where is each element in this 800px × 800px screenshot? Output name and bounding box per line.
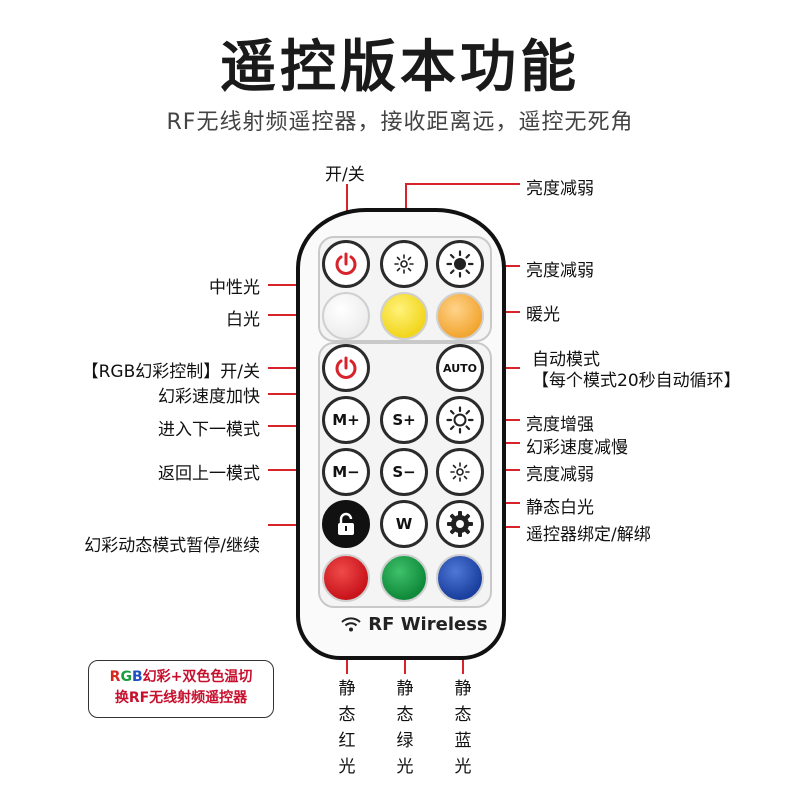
page-subtitle: RF无线射频遥控器，接收距离远，遥控无死角 — [166, 110, 634, 135]
static-green-button[interactable] — [380, 554, 428, 602]
label-power: 开/关 — [325, 165, 365, 185]
label-speed-down: 幻彩速度减慢 — [526, 438, 628, 458]
badge-r: R — [109, 669, 121, 685]
sun-large-icon — [446, 250, 474, 278]
s-plus-label: S+ — [392, 411, 416, 429]
label-static-green: 静态绿光 — [396, 679, 414, 777]
badge-line-1: RGB幻彩+双色色温切 — [97, 667, 265, 688]
rgb-power-button[interactable] — [322, 344, 370, 392]
sun-small-icon — [450, 462, 470, 482]
label-prev-mode: 返回上一模式 — [158, 464, 260, 484]
badge-g: G — [120, 669, 132, 685]
label-brightness-down-row1: 亮度减弱 — [526, 261, 594, 281]
badge-line1-rest: 幻彩+双色色温切 — [142, 669, 253, 685]
m-minus-label: M− — [332, 463, 360, 481]
label-brightness-up: 亮度增强 — [526, 415, 594, 435]
sun-large-icon — [446, 406, 474, 434]
product-badge: RGB幻彩+双色色温切 换RF无线射频遥控器 — [88, 660, 274, 718]
auto-button[interactable]: AUTO — [436, 344, 484, 392]
power-icon — [335, 356, 357, 379]
static-blue-button[interactable] — [436, 554, 484, 602]
label-speed-up: 幻彩速度加快 — [158, 387, 260, 407]
brightness-up-button[interactable] — [436, 396, 484, 444]
rf-wireless-text: RF Wireless — [368, 614, 488, 635]
pause-resume-button[interactable] — [322, 500, 370, 548]
speed-down-button[interactable]: S− — [380, 448, 428, 496]
label-auto-mode-note: 【每个模式20秒自动循环】 — [532, 371, 741, 391]
w-label: W — [395, 515, 413, 533]
rf-wireless-brand: RF Wireless — [340, 614, 488, 635]
s-minus-label: S− — [392, 463, 416, 481]
label-white-light: 白光 — [226, 310, 260, 330]
lock-icon — [338, 512, 354, 535]
label-static-red: 静态红光 — [338, 679, 356, 777]
label-static-white: 静态白光 — [526, 498, 594, 518]
power-button[interactable] — [322, 240, 370, 288]
sun-small-icon — [394, 254, 414, 274]
label-brightness-down-top: 亮度减弱 — [526, 179, 594, 199]
speed-up-button[interactable]: S+ — [380, 396, 428, 444]
page-title: 遥控版本功能 — [220, 35, 580, 100]
label-bind-unbind: 遥控器绑定/解绑 — [526, 525, 651, 545]
gear-icon — [447, 511, 473, 537]
static-white-button[interactable]: W — [380, 500, 428, 548]
m-plus-label: M+ — [332, 411, 360, 429]
badge-b: B — [131, 669, 143, 685]
label-brightness-down-row4: 亮度减弱 — [526, 465, 594, 485]
warm-light-button[interactable] — [436, 292, 484, 340]
label-auto-mode: 自动模式 — [532, 350, 600, 370]
badge-line-2: 换RF无线射频遥控器 — [114, 690, 248, 706]
static-red-button[interactable] — [322, 554, 370, 602]
neutral-light-button[interactable] — [380, 292, 428, 340]
bind-unbind-button[interactable] — [436, 500, 484, 548]
label-warm-light: 暖光 — [526, 305, 560, 325]
wifi-icon — [341, 617, 361, 632]
white-light-button[interactable] — [322, 292, 370, 340]
mode-next-button[interactable]: M+ — [322, 396, 370, 444]
label-next-mode: 进入下一模式 — [158, 420, 260, 440]
power-icon — [335, 252, 357, 275]
label-static-blue: 静态蓝光 — [454, 679, 472, 777]
label-pause-resume: 幻彩动态模式暂停/继续 — [84, 536, 260, 556]
brightness-down-row4-button[interactable] — [436, 448, 484, 496]
brightness-down-top-button[interactable] — [380, 240, 428, 288]
label-neutral-light: 中性光 — [209, 278, 260, 298]
brightness-down-row1-button[interactable] — [436, 240, 484, 288]
mode-prev-button[interactable]: M− — [322, 448, 370, 496]
label-rgb-power: 【RGB幻彩控制】开/关 — [81, 362, 260, 382]
auto-button-label: AUTO — [443, 361, 477, 375]
